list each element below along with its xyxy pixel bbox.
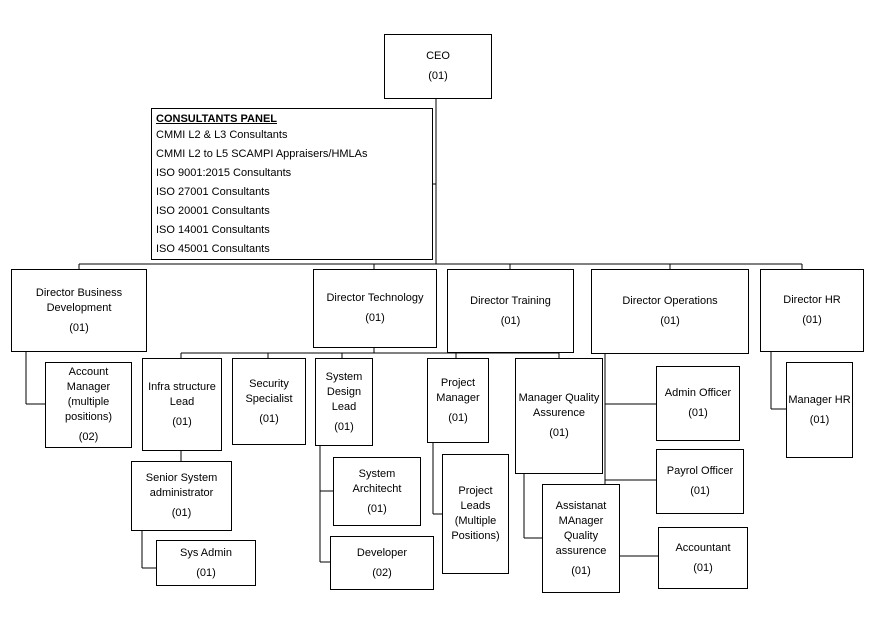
node-director-business-development: Director Business Development (01): [11, 269, 147, 352]
node-role: CEO: [426, 50, 450, 62]
node-count: (01): [259, 412, 279, 425]
node-role: Director HR: [783, 294, 841, 306]
panel-item: CMMI L2 to L5 SCAMPI Appraisers/HMLAs: [156, 148, 368, 160]
panel-item: ISO 9001:2015 Consultants: [156, 167, 292, 179]
node-system-architect: System Architecht (01): [333, 457, 421, 526]
node-account-manager: Account Manager (multiple positions) (02…: [45, 362, 132, 448]
node-count: (01): [688, 407, 708, 419]
node-count: (01): [448, 411, 468, 424]
node-role: Director Operations: [622, 295, 718, 307]
node-project-leads: Project Leads (Multiple Positions): [442, 454, 509, 574]
node-role: Project Leads (Multiple Positions): [451, 485, 500, 542]
node-count: (01): [69, 321, 89, 334]
node-role: Payrol Officer: [666, 465, 734, 477]
node-assistant-manager-quality-assurance: Assistanat MAnager Quality assurence (01…: [542, 484, 620, 593]
node-security-specialist: Security Specialist (01): [232, 358, 306, 445]
node-role: System Design Lead: [325, 370, 363, 413]
node-role: Account Manager (multiple positions): [64, 366, 113, 423]
node-role: Developer: [356, 546, 408, 559]
node-count: (01): [500, 314, 521, 327]
node-role: Accountant: [675, 541, 731, 554]
node-role: Director Training: [470, 294, 551, 307]
node-role: Director Technology: [326, 292, 424, 304]
node-count: (01): [172, 415, 192, 428]
panel-item: CMMI L2 & L3 Consultants: [156, 129, 288, 141]
node-count: (01): [693, 561, 713, 574]
panel-title: CONSULTANTS PANEL: [156, 113, 277, 125]
node-role: Admin Officer: [664, 387, 732, 399]
node-director-technology: Director Technology (01): [313, 269, 437, 348]
node-system-design-lead: System Design Lead (01): [315, 358, 373, 446]
node-count: (01): [196, 566, 216, 579]
node-sys-admin: Sys Admin (01): [156, 540, 256, 586]
node-count: (01): [549, 427, 569, 439]
node-count: (02): [372, 566, 392, 579]
node-admin-officer: Admin Officer (01): [656, 366, 740, 441]
panel-item: ISO 20001 Consultants: [156, 205, 270, 217]
node-count: (02): [78, 431, 99, 443]
node-accountant: Accountant (01): [658, 527, 748, 589]
node-count: (01): [367, 502, 387, 515]
node-role: Senior System administrator: [145, 472, 218, 499]
consultants-panel: CONSULTANTS PANEL CMMI L2 & L3 Consultan…: [151, 108, 433, 260]
node-role: Infra structure Lead: [148, 380, 216, 408]
node-manager-quality-assurence: Manager Quality Assurence (01): [515, 358, 603, 474]
node-role: Director Business Development: [35, 286, 123, 314]
node-infra-structure-lead: Infra structure Lead (01): [142, 358, 222, 451]
node-role: Project Manager: [436, 376, 480, 404]
node-director-hr: Director HR (01): [760, 269, 864, 352]
panel-item: ISO 14001 Consultants: [156, 224, 270, 236]
node-count: (01): [365, 312, 385, 324]
node-count: (01): [571, 564, 591, 577]
node-ceo: CEO (01): [384, 34, 492, 99]
node-director-training: Director Training (01): [447, 269, 574, 353]
node-role: Security Specialist: [245, 377, 293, 405]
panel-item: ISO 45001 Consultants: [156, 243, 270, 255]
node-role: Assistanat MAnager Quality assurence: [555, 499, 607, 557]
node-payroll-officer: Payrol Officer (01): [656, 449, 744, 514]
node-role: Manager HR: [788, 393, 851, 406]
node-count: (01): [690, 485, 710, 497]
node-count: (01): [171, 507, 192, 519]
node-senior-system-administrator: Senior System administrator (01): [131, 461, 232, 531]
node-project-manager: Project Manager (01): [427, 358, 489, 443]
node-developer: Developer (02): [330, 536, 434, 590]
panel-item: ISO 27001 Consultants: [156, 186, 270, 198]
node-director-operations: Director Operations (01): [591, 269, 749, 354]
node-count: (01): [660, 315, 680, 327]
node-role: Sys Admin: [180, 546, 232, 559]
node-role: System Architecht: [352, 467, 402, 495]
node-count: (01): [428, 70, 448, 82]
node-count: (01): [334, 420, 354, 433]
node-count: (01): [809, 413, 830, 426]
node-count: (01): [802, 314, 822, 326]
node-manager-hr: Manager HR (01): [786, 362, 853, 458]
node-role: Manager Quality Assurence: [518, 392, 600, 419]
